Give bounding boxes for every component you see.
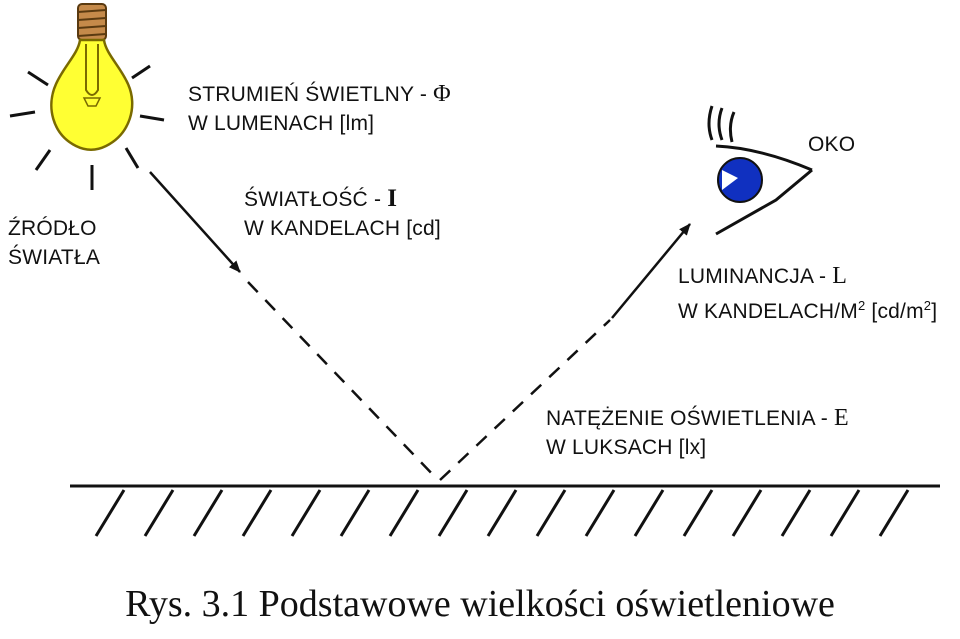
- bulb-filament: [85, 44, 99, 96]
- hatch-stroke: [829, 489, 861, 537]
- hatch-stroke: [780, 489, 812, 537]
- luminance-line-1: LUMINANCJA - L: [678, 262, 937, 291]
- hatch-stroke: [535, 489, 567, 537]
- luminance-arrow: [611, 223, 691, 319]
- flux-line-1: STRUMIEŃ ŚWIETLNY - Φ: [188, 80, 451, 109]
- illuminance-line-2: W LUKSACH [lx]: [546, 436, 707, 459]
- hatch-stroke: [290, 489, 322, 537]
- hatch-stroke: [584, 489, 616, 537]
- hatch-stroke: [682, 489, 714, 537]
- light-rays: [9, 64, 165, 190]
- luminance-unit: [cd/m: [865, 300, 924, 323]
- incident-ray-dashed: [247, 281, 439, 481]
- flux-symbol: Φ: [433, 81, 451, 107]
- hatch-stroke: [633, 489, 665, 537]
- hatch-stroke: [388, 489, 420, 537]
- illuminance-label: NATĘŻENIE OŚWIETLENIA - E W LUKSACH [lx]: [546, 404, 849, 462]
- luminance-label: LUMINANCJA - L W KANDELACH/M2 [cd/m2]: [678, 262, 937, 326]
- hatch-stroke: [878, 489, 910, 537]
- eyelashes: [707, 105, 736, 143]
- hatch-stroke: [241, 489, 273, 537]
- luminance-unit-exponent: 2: [857, 298, 866, 313]
- eye-iris: [717, 157, 763, 203]
- eye-lower-lid: [715, 168, 813, 236]
- luminance-line-2: W KANDELACH/M2 [cd/m2]: [678, 291, 937, 326]
- illuminance-line-1: NATĘŻENIE OŚWIETLENIA - E: [546, 404, 849, 433]
- source-label: ŹRÓDŁO ŚWIATŁA: [8, 214, 100, 272]
- flux-line-2: W LUMENACH [lm]: [188, 112, 375, 135]
- illuminance-text: NATĘŻENIE OŚWIETLENIA -: [546, 407, 834, 430]
- source-line-1: ŹRÓDŁO: [8, 217, 97, 240]
- flux-text: STRUMIEŃ ŚWIETLNY -: [188, 83, 434, 106]
- eye-icon: [707, 105, 813, 236]
- intensity-arrow: [149, 171, 241, 273]
- luminance-unit-sup: 2: [923, 298, 932, 313]
- reflected-ray-dashed: [439, 319, 611, 481]
- light-bulb-icon: [9, 3, 165, 190]
- intensity-symbol: I: [387, 185, 398, 212]
- luminance-symbol: L: [832, 263, 848, 289]
- illuminance-symbol: E: [833, 405, 849, 431]
- surface-hatching: [94, 489, 910, 537]
- hatch-stroke: [94, 489, 126, 537]
- hatch-stroke: [486, 489, 518, 537]
- hatch-stroke: [339, 489, 371, 537]
- hatch-stroke: [143, 489, 175, 537]
- hatch-stroke: [192, 489, 224, 537]
- source-line-2: ŚWIATŁA: [8, 246, 101, 269]
- luminance-unit-name: W KANDELACH/M: [678, 300, 858, 323]
- eye-label: OKO: [808, 133, 856, 156]
- luminance-text: LUMINANCJA -: [678, 265, 833, 288]
- eye-upper-lid: [715, 144, 813, 172]
- intensity-label: ŚWIATŁOŚĆ - I W KANDELACH [cd]: [244, 184, 441, 243]
- flux-label: STRUMIEŃ ŚWIETLNY - Φ W LUMENACH [lm]: [188, 80, 451, 138]
- figure-caption: Rys. 3.1 Podstawowe wielkości oświetleni…: [125, 583, 835, 625]
- luminance-unit-close: ]: [931, 300, 938, 323]
- intensity-line-2: W KANDELACH [cd]: [244, 217, 441, 240]
- hatch-stroke: [731, 489, 763, 537]
- eye-pupil: [722, 170, 738, 190]
- intensity-line-1: ŚWIATŁOŚĆ - I: [244, 184, 441, 214]
- intensity-text: ŚWIATŁOŚĆ -: [244, 188, 388, 211]
- hatch-stroke: [437, 489, 469, 537]
